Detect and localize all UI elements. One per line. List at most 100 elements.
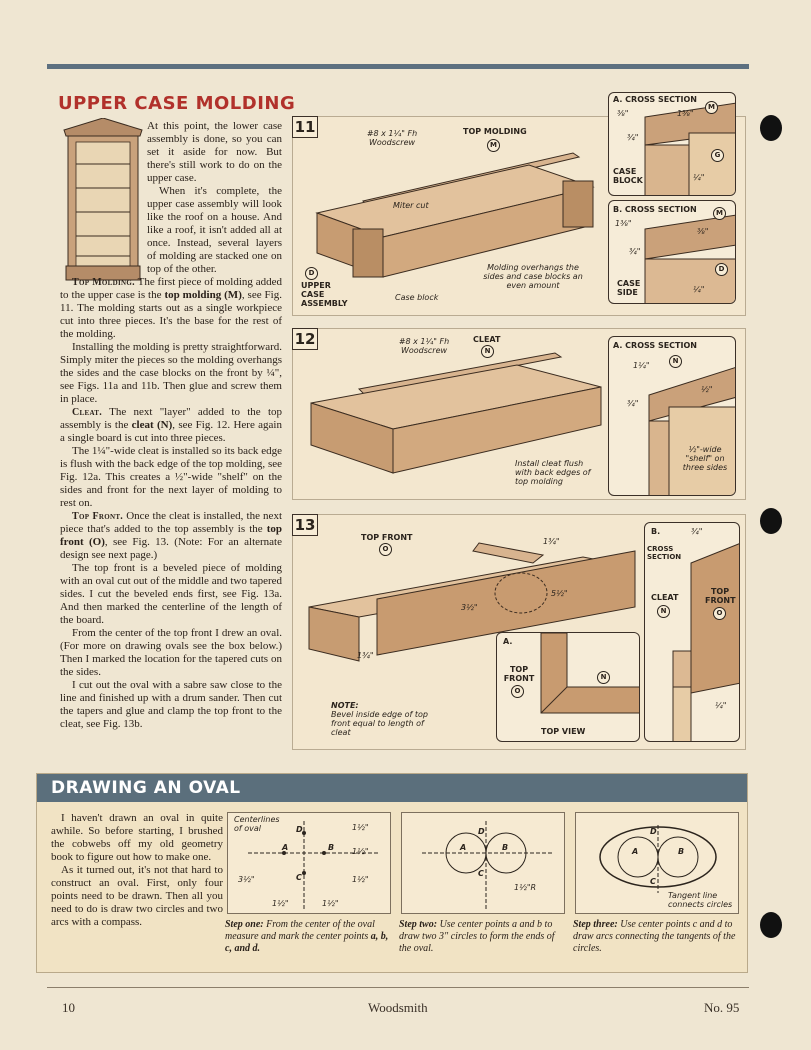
figure-number: 12: [292, 328, 318, 350]
oval-header: DRAWING AN OVAL: [37, 774, 747, 802]
part-letter: N: [657, 605, 670, 618]
point-label: B: [502, 843, 509, 852]
dim-label: 1½": [322, 899, 339, 908]
dim-label: ⅜": [617, 109, 629, 118]
case-side-label: CASE SIDE: [617, 279, 641, 297]
binder-hole: [760, 912, 782, 938]
paragraph: Top Molding. The first piece of molding …: [60, 276, 283, 340]
step-two-figure: A B C D 1½"R: [401, 812, 565, 914]
paragraph: The 1¼"-wide cleat is installed so its b…: [60, 445, 282, 509]
upper-case-callout: UPPER CASE ASSEMBLY: [301, 281, 348, 308]
binder-hole: [760, 508, 782, 534]
shelf-callout: ½"-wide "shelf" on three sides: [682, 445, 728, 472]
issue-number: No. 95: [704, 1000, 740, 1015]
tangent-label: Tangent line connects circles: [668, 891, 733, 909]
top-molding-callout: TOP MOLDING: [463, 127, 527, 136]
step-two-caption: Step two: Use center points a and b to d…: [399, 919, 555, 954]
oval-body: I haven't drawn an oval in quite awhile.…: [51, 812, 223, 929]
part-letter: D: [305, 267, 318, 280]
cleat-label: CLEAT: [651, 593, 679, 602]
point-label: A: [632, 847, 639, 856]
case-block-label: CASE BLOCK: [613, 167, 643, 185]
bookcase-illustration: [63, 118, 143, 281]
overhang-callout: Molding overhangs the sides and case blo…: [483, 263, 583, 290]
dim-label: 1¼": [633, 361, 650, 370]
dim-label: ¼": [693, 173, 705, 182]
miter-callout: Miter cut: [393, 201, 429, 210]
dim-label: ¾": [691, 527, 703, 536]
dim-label: 1⅜": [677, 109, 694, 118]
part-letter: O: [379, 543, 392, 556]
dim-label: 1⅜": [615, 219, 632, 228]
paragraph: From the center of the top front I drew …: [60, 627, 282, 678]
step-three-figure: A B C D Tangent line connects circles: [575, 812, 739, 914]
paragraph: The top front is a beveled piece of mold…: [60, 562, 282, 626]
step-two-drawing: [422, 821, 552, 909]
part-letter: M: [705, 101, 718, 114]
dim-label: 3½": [461, 603, 478, 612]
paragraph: Top Front. Once the cleat is installed, …: [60, 510, 282, 561]
step-one-caption: Step one: From the center of the oval me…: [225, 919, 389, 954]
part-letter: G: [711, 149, 724, 162]
inset-title: b.: [651, 527, 661, 536]
case-block-callout: Case block: [395, 293, 439, 302]
dim-label: ½": [701, 385, 713, 394]
note-title: NOTE:: [331, 701, 359, 710]
top-rule: [47, 64, 749, 69]
dim-label: 1¾": [357, 651, 374, 660]
fig13b-inset: b. ¾" CROSS SECTION CLEAT N TOP FRONT O …: [644, 522, 740, 742]
part-letter: N: [597, 671, 610, 684]
dim-label: ⅜": [697, 227, 709, 236]
dim-label: 5½": [551, 589, 568, 598]
oval-title: DRAWING AN OVAL: [51, 778, 241, 798]
bottom-rule: [47, 987, 749, 988]
part-letter: O: [511, 685, 524, 698]
page-number: 10: [62, 1000, 75, 1015]
point-label: B: [328, 843, 335, 852]
inset-title: a. CROSS SECTION: [613, 341, 697, 350]
point-label: C: [296, 873, 302, 882]
centerlines-label: Centerlines of oval: [234, 815, 280, 833]
step-one-figure: Centerlines of oval A B C D 1½" 1½" 1½" …: [227, 812, 391, 914]
screw-callout: #8 x 1¼" Fh Woodscrew: [398, 337, 450, 355]
dim-label: ¾": [627, 133, 639, 142]
top-front-callout: TOP FRONT: [361, 533, 413, 542]
fig13a-drawing: [540, 633, 639, 714]
fig13a-inset: a. TOP FRONT O N TOP VIEW: [496, 632, 640, 742]
dim-label: ¾": [627, 399, 639, 408]
top-front-label: TOP FRONT: [705, 587, 736, 605]
paragraph: Cleat. The next "layer" added to the top…: [60, 406, 282, 444]
dim-label: ¼": [693, 285, 705, 294]
paragraph: As it turned out, it's not that hard to …: [51, 864, 223, 928]
dim-label: 1½": [352, 823, 369, 832]
dim-label: ¾": [629, 247, 641, 256]
paragraph: Installing the molding is pretty straigh…: [60, 341, 282, 405]
point-label: A: [282, 843, 289, 852]
section-title: UPPER CASE MOLDING: [58, 93, 296, 114]
paragraph: I cut out the oval with a sabre saw clos…: [60, 679, 282, 730]
fig12-drawing: [310, 352, 602, 474]
inset-title: a. CROSS SECTION: [613, 95, 697, 104]
paragraph: At this point, the lower case assembly i…: [147, 120, 282, 184]
part-letter: O: [713, 607, 726, 620]
part-letter: M: [713, 207, 726, 220]
dim-label: 1½": [352, 847, 369, 856]
step-three-caption: Step three: Use center points c and d to…: [573, 919, 736, 954]
dim-label: 1½"R: [514, 883, 537, 892]
part-letter: D: [715, 263, 728, 276]
point-label: B: [678, 847, 685, 856]
magazine-name: Woodsmith: [368, 1000, 428, 1015]
paragraph: I haven't drawn an oval in quite awhile.…: [51, 812, 223, 863]
dim-label: ¼": [715, 701, 727, 710]
step-one-drawing: [248, 821, 378, 909]
point-label: A: [460, 843, 467, 852]
part-letter: M: [487, 139, 500, 152]
figure-number: 13: [292, 514, 318, 536]
fig13-drawing: [308, 542, 636, 662]
note-text: Bevel inside edge of top front equal to …: [331, 710, 428, 737]
inset-subtitle: CROSS SECTION: [647, 545, 682, 561]
inset-title: b. CROSS SECTION: [613, 205, 697, 214]
paragraph: When it's complete, the upper case assem…: [147, 185, 282, 275]
top-front-label: TOP FRONT: [503, 665, 535, 683]
